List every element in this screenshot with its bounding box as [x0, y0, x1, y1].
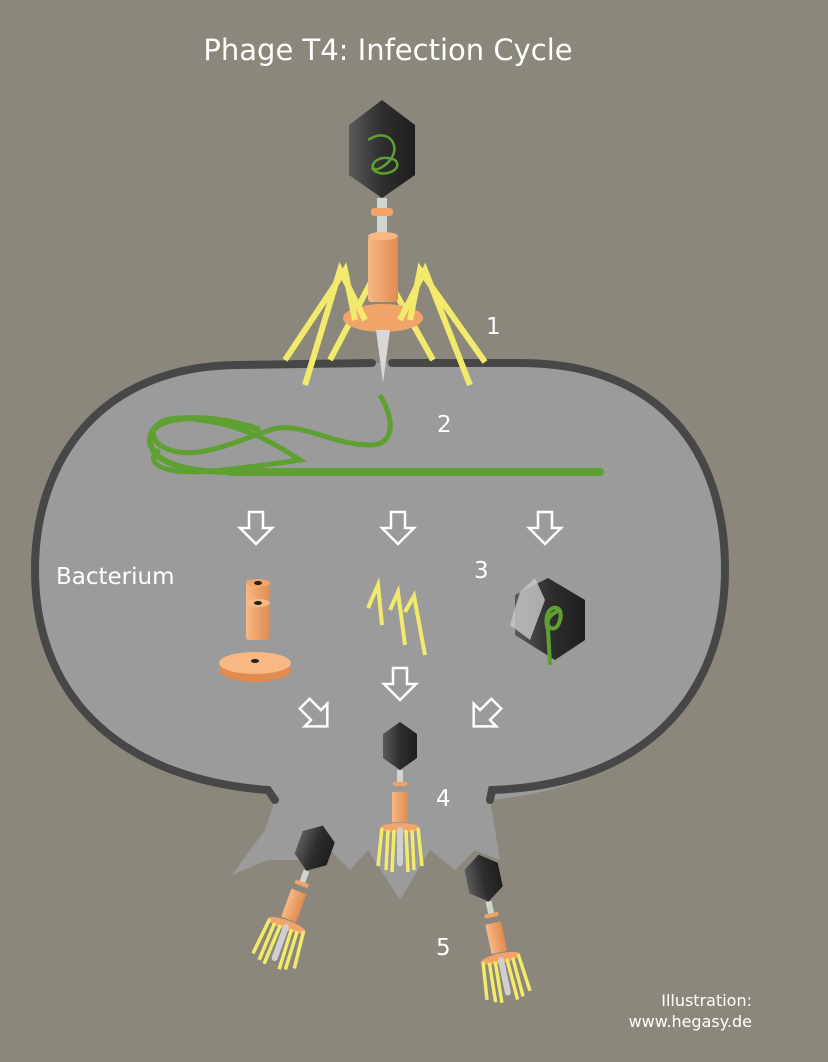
released-phage — [457, 850, 531, 1006]
cell-membrane-left — [30, 359, 376, 804]
packaged-dna — [367, 134, 399, 175]
cell-membrane-right — [388, 359, 730, 804]
credit-line-2: www.hegasy.de — [629, 1012, 752, 1031]
diagram-title: Phage T4: Infection Cycle — [203, 33, 572, 67]
step-2-label: 2 — [437, 412, 452, 438]
phage-collar — [371, 208, 393, 216]
step-5-label: 5 — [436, 935, 451, 961]
synthesized-tail-fibers — [366, 577, 427, 656]
tail-fibers — [282, 261, 488, 387]
attaching-phage — [282, 100, 488, 387]
phage-dna-strand — [150, 393, 393, 475]
tail-sheath — [368, 236, 398, 302]
tail-needle — [376, 330, 390, 383]
synthesized-capsid — [510, 578, 585, 666]
step-3-label: 3 — [474, 558, 489, 584]
phage-capsid — [349, 100, 415, 198]
step-4-label: 4 — [436, 786, 451, 812]
bacterium-cell — [30, 359, 730, 900]
synthesized-tail-parts — [219, 579, 291, 682]
credit-line-1: Illustration: — [661, 991, 752, 1010]
bacterium-label: Bacterium — [56, 564, 175, 590]
step-1-label: 1 — [486, 314, 501, 340]
